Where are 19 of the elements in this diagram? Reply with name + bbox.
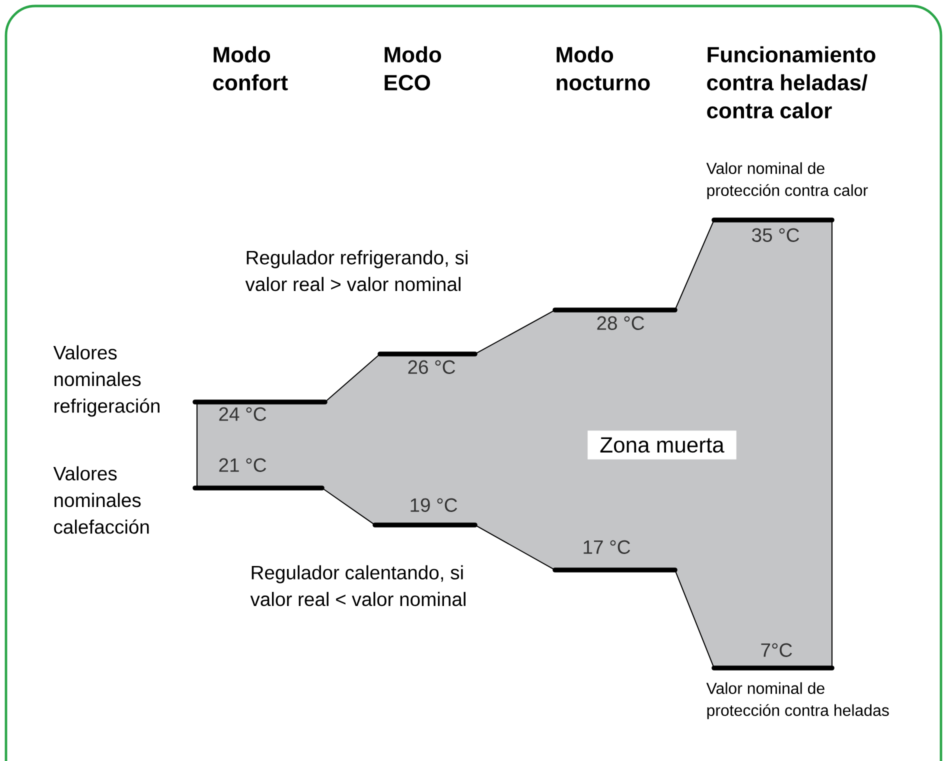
annotation-text: Valores nominales refrigeración — [53, 345, 160, 417]
column-heading: Funcionamiento contra heladas/ contra calor — [707, 46, 876, 118]
annotation-text: Valor nominal de protección contra heladas — [706, 682, 889, 720]
temperature-value: 7°C — [761, 643, 792, 657]
temperature-value: 21 °C — [219, 458, 266, 472]
label-box: Zona muerta — [588, 430, 736, 460]
column-heading: Modo ECO — [384, 46, 442, 90]
temperature-value: 35 °C — [752, 228, 800, 242]
annotation-text: Regulador calentando, si valor real < valor nominal — [250, 565, 466, 606]
annotation-text: Valor nominal de protección contra calor — [706, 162, 868, 200]
column-heading: Modo nocturno — [556, 46, 650, 90]
column-heading: Modo confort — [213, 46, 288, 90]
annotation-text: Regulador refrigerando, si valor real > valor nominal — [245, 250, 468, 292]
temperature-value: 17 °C — [584, 540, 630, 554]
temperature-value: 26 °C — [408, 360, 456, 374]
annotation-text: Valores nominales calefacción — [53, 466, 149, 534]
temperature-value: 24 °C — [219, 407, 266, 421]
temperature-value: 28 °C — [597, 316, 644, 330]
temperature-value: 19 °C — [410, 498, 458, 512]
